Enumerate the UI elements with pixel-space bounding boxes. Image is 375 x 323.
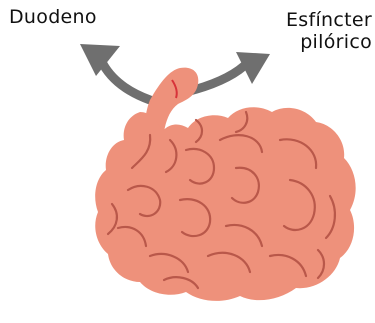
label-esfinter-line1: Esfíncter <box>270 9 372 31</box>
arrow-to-esfinter-icon <box>186 52 270 92</box>
intestine-illustration <box>95 68 355 301</box>
label-duodeno: Duodeno <box>9 6 97 28</box>
arrow-to-duodeno-icon <box>80 44 150 100</box>
label-esfinter-line2: pilórico <box>270 31 372 53</box>
label-esfinter-pilorico: Esfíncter pilórico <box>270 9 372 53</box>
